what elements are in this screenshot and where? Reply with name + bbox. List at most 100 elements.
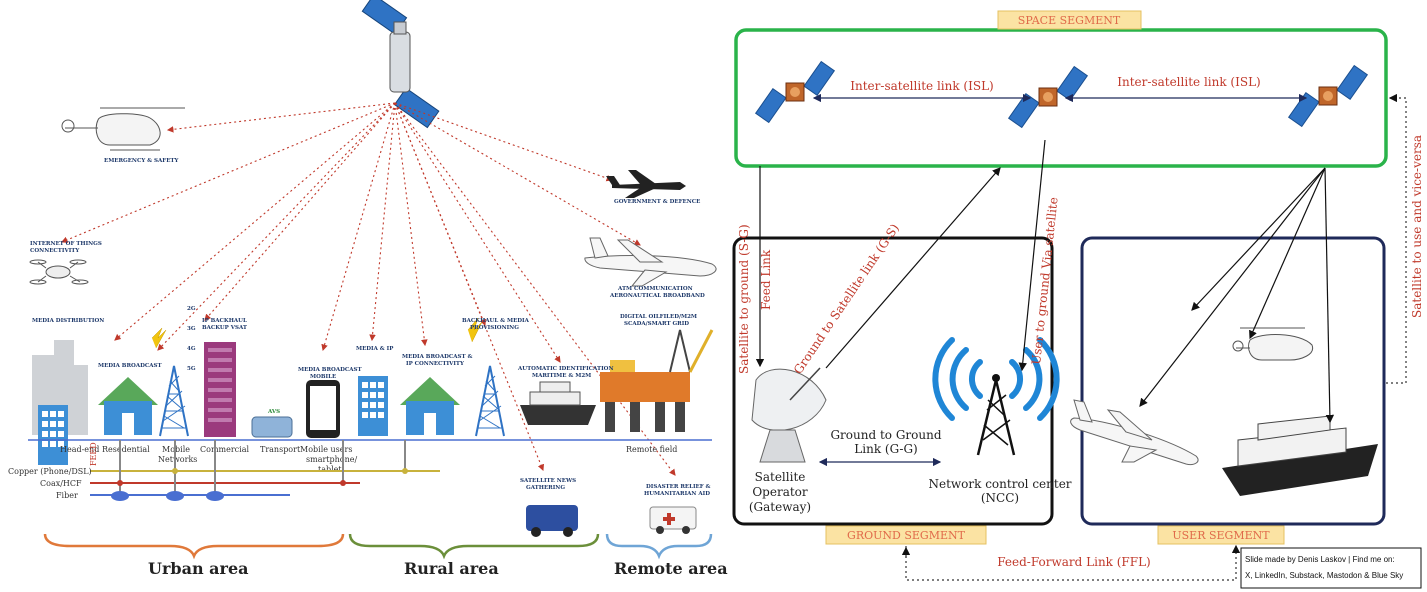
sat-user-arrow-2 — [1249, 167, 1326, 340]
drone-icon — [29, 259, 89, 285]
commercial-label: Commercial — [200, 445, 249, 454]
ground-segment-label: GROUND SEGMENT — [847, 529, 966, 542]
ncc-label-2: (NCC) — [981, 491, 1019, 505]
media-broadcast-label: MEDIA BROADCAST — [98, 363, 162, 369]
user-airliner-icon — [1070, 399, 1199, 465]
right-segments-diagram: SPACE SEGMENT Inter-satellite link (ISL)… — [732, 10, 1424, 589]
satellite-middle-icon — [1008, 66, 1088, 128]
cellular-4g: 4G — [187, 346, 196, 352]
mobile-users-label-1: Mobile users — [300, 445, 352, 454]
emergency-label: EMERGENCY & SAFETY — [104, 158, 178, 164]
user-segment-tag — [1157, 525, 1285, 545]
gateway-label-2: Operator — [752, 485, 808, 499]
satellite-left-icon — [755, 61, 835, 123]
rural-house-icon — [400, 377, 460, 435]
sat-user-label: Satellite to use and vice-versa — [1410, 135, 1424, 318]
cellular-5g: 5G — [187, 366, 196, 372]
head-end-building-icon — [38, 405, 68, 465]
sat-user-return-link — [1386, 93, 1407, 384]
cellular-3g: 3G — [187, 326, 196, 332]
satellite-news-label-2: GATHERING — [526, 485, 565, 491]
user-ground-label: User to ground Via satellite — [1029, 196, 1061, 365]
user-ground-arrow — [1018, 139, 1046, 372]
user-segment-box — [1080, 236, 1386, 526]
broadcast-lines — [60, 102, 676, 476]
government-label: GOVERNMENT & DEFENCE — [614, 199, 700, 205]
mobile-networks-label-2: Networks — [158, 455, 197, 464]
ambulance-icon — [649, 506, 697, 534]
space-segment-label: SPACE SEGMENT — [1018, 14, 1121, 27]
user-segment-label: USER SEGMENT — [1172, 529, 1270, 542]
disaster-label-2: HUMANITARIAN AID — [644, 491, 710, 497]
space-segment-box — [734, 28, 1388, 168]
cruise-ship-icon — [520, 381, 596, 425]
main-satellite-icon — [361, 0, 440, 129]
media-broadcast-ip-2: IP CONNECTIVITY — [406, 361, 464, 367]
ground-segment-tag — [825, 525, 987, 545]
remote-field-label: Remote field — [626, 445, 677, 454]
user-helicopter-icon — [1232, 327, 1314, 361]
cable-coax-label: Coax/HCF — [40, 479, 82, 488]
lightning-icon — [151, 327, 167, 349]
g-g-label-2: Link (G-G) — [854, 442, 917, 456]
cellular-2g: 2G — [187, 306, 196, 312]
media-distribution-label: MEDIA DISTRIBUTION — [32, 318, 104, 324]
left-use-cases-diagram: EMERGENCY & SAFETY INTERNET OF THINGS CO… — [8, 0, 728, 578]
avs-label: AVS — [267, 409, 280, 415]
sat-user-arrow-1 — [1191, 167, 1326, 311]
mobile-tower-icon — [159, 365, 189, 437]
remote-area-label: Remote area — [614, 559, 728, 578]
rural-area-label: Rural area — [404, 559, 499, 578]
oilfield-label-2: SCADA/SMART GRID — [624, 321, 689, 327]
credit-line-1: Slide made by Denis Laskov | Find me on: — [1245, 555, 1395, 564]
ffl-link — [905, 544, 1241, 581]
fighter-jet-icon — [606, 170, 686, 198]
cable-network — [90, 440, 440, 501]
media-broadcast-mobile-1: MEDIA BROADCAST — [298, 367, 362, 373]
transport-bus-icon — [251, 416, 293, 438]
sat-user-arrow-4 — [1324, 167, 1335, 424]
rural-lightning-icon — [467, 317, 483, 343]
mobile-networks-label-1: Mobile — [162, 445, 190, 454]
feed-label: FEED — [89, 442, 98, 466]
gateway-label-1: Satellite — [755, 470, 806, 484]
transport-label: Transport — [260, 445, 301, 454]
space-segment-tag — [997, 10, 1142, 30]
feed-link-label: Feed Link — [759, 249, 773, 310]
oilfield-label-1: DIGITAL OILFILED/M2M — [620, 314, 697, 320]
s-g-label: Satellite to ground (S-G) — [737, 224, 751, 374]
ground-segment-box — [732, 236, 1054, 526]
residential-label: Resedential — [102, 445, 150, 454]
commercial-tower-icon — [204, 342, 236, 437]
helicopter-icon — [61, 107, 185, 151]
satellite-dish-icon — [751, 367, 827, 463]
disaster-label-1: DISASTER RELIEF & — [646, 484, 711, 490]
isl-right-label: Inter-satellite link (ISL) — [1117, 75, 1260, 89]
backhaul-label-1: BACKHAUL & MEDIA — [462, 318, 530, 324]
atm-label-2: AERONAUTICAL BROADBAND — [609, 293, 705, 299]
urban-area-label: Urban area — [148, 559, 248, 578]
news-van-icon — [526, 505, 578, 537]
oil-rig-icon — [600, 329, 714, 432]
residential-house-icon — [98, 377, 158, 435]
media-broadcast-ip-1: MEDIA BROADCAST & — [402, 354, 472, 360]
urban-brace — [43, 533, 345, 560]
ncc-label-1: Network control center — [928, 477, 1071, 491]
media-broadcast-mobile-2: MOBILE — [310, 374, 336, 380]
smartphone-icon — [306, 380, 340, 438]
isl-left-label: Inter-satellite link (ISL) — [850, 79, 993, 93]
ip-backhaul-label-1: IP BACKHAUL — [202, 318, 247, 324]
rural-brace — [348, 533, 600, 560]
ncc-tower-icon — [932, 337, 1060, 456]
rural-building-icon — [358, 376, 388, 436]
g-s-arrow — [825, 167, 1001, 369]
media-ip-label: MEDIA & IP — [356, 346, 393, 352]
credit-box — [1240, 547, 1422, 589]
iot-label-1: INTERNET OF THINGS — [30, 241, 102, 247]
mobile-users-label-2: smartphone/ — [306, 455, 357, 464]
user-cruise-ship-icon — [1222, 415, 1378, 496]
gateway-label-3: (Gateway) — [749, 500, 811, 514]
ffl-label: Feed-Forward Link (FFL) — [997, 555, 1151, 569]
sat-user-arrow-3 — [1139, 167, 1326, 407]
